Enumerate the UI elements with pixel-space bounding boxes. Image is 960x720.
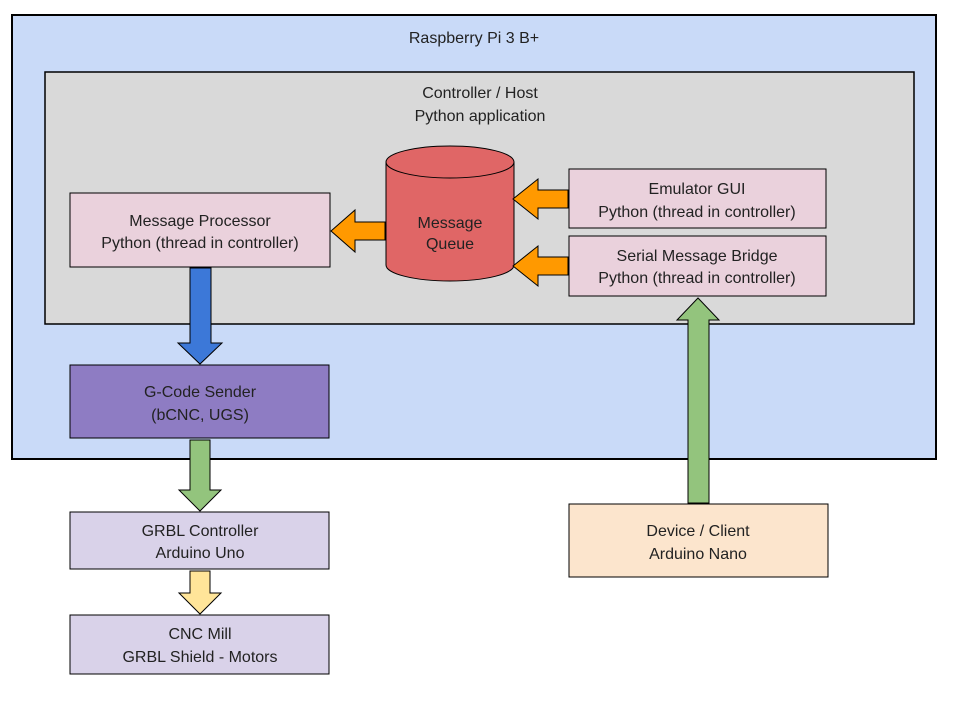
cnc-mill-title: CNC Mill (168, 626, 231, 643)
raspberry-pi-title: Raspberry Pi 3 B+ (409, 30, 539, 47)
message-processor-title: Message Processor (129, 213, 271, 230)
device-client-box (568, 503, 829, 578)
message-queue-cylinder: Message Queue (385, 145, 515, 282)
cnc-mill-subtitle: GRBL Shield - Motors (122, 649, 277, 666)
emulator-gui-box (568, 168, 827, 229)
emulator-gui-subtitle: Python (thread in controller) (598, 204, 795, 221)
emulator-gui-title: Emulator GUI (649, 181, 746, 198)
grbl-controller-box (69, 511, 330, 570)
arrow-processor-to-sender (176, 267, 224, 365)
grbl-controller-title: GRBL Controller (142, 523, 259, 540)
arrow-device-to-bridge (675, 297, 721, 504)
serial-message-bridge-title: Serial Message Bridge (617, 248, 778, 265)
device-client-subtitle: Arduino Nano (649, 546, 747, 563)
message-queue-body (385, 161, 515, 282)
controller-host-title: Controller / Host (422, 85, 538, 102)
serial-message-bridge-box (568, 235, 827, 297)
message-queue-top (385, 145, 515, 179)
grbl-controller-subtitle: Arduino Uno (156, 545, 245, 562)
cnc-mill-box (69, 614, 330, 675)
arrow-bridge-to-queue (512, 244, 569, 288)
arrow-queue-to-processor (330, 208, 386, 254)
gcode-sender-title: G-Code Sender (144, 384, 257, 401)
device-client-title: Device / Client (646, 523, 750, 540)
arrow-grbl-to-mill (177, 570, 223, 615)
gcode-sender-box (69, 364, 330, 439)
serial-message-bridge-subtitle: Python (thread in controller) (598, 270, 795, 287)
arrow-emulator-to-queue (512, 177, 569, 221)
message-queue-label-line2: Queue (426, 236, 474, 253)
controller-host-subtitle: Python application (415, 108, 546, 125)
message-processor-subtitle: Python (thread in controller) (101, 235, 298, 252)
gcode-sender-subtitle: (bCNC, UGS) (151, 407, 249, 424)
message-processor-box (69, 192, 331, 268)
message-queue-label-line1: Message (418, 215, 483, 232)
arrow-sender-to-grbl (177, 439, 223, 512)
